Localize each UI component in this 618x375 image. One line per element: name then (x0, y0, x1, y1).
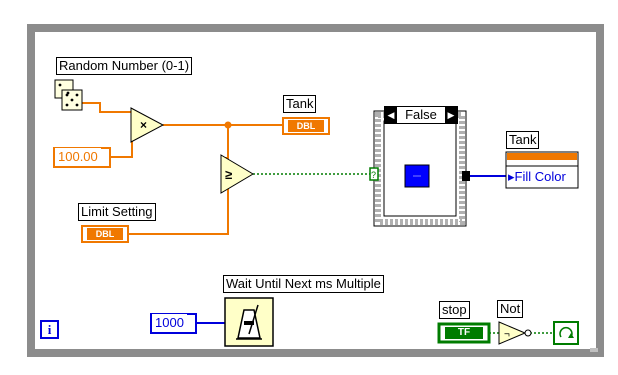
not-node[interactable]: ¬ (498, 321, 532, 345)
wait-until-label: Wait Until Next ms Multiple (223, 275, 384, 293)
greater-or-equal-node[interactable]: ≥ (220, 154, 254, 194)
frame-resize-handle[interactable] (590, 348, 598, 352)
case-selector[interactable]: ◀ False ▶ (384, 106, 458, 124)
loop-conditional-icon[interactable] (553, 321, 579, 345)
case-next-arrow[interactable]: ▶ (445, 107, 457, 123)
boolean-wires (253, 173, 554, 334)
case-selector-terminal (369, 167, 379, 181)
svg-text:?: ? (371, 170, 376, 180)
property-node[interactable] (505, 151, 579, 189)
greater-equal-icon: ≥ (225, 167, 232, 182)
metronome-icon[interactable] (224, 297, 274, 347)
tank-property-label: Tank (506, 131, 540, 149)
property-item-label: Fill Color (514, 169, 566, 184)
dice-icon[interactable] (54, 79, 83, 111)
wire-to-compare-x (221, 125, 229, 159)
not-label: Not (497, 300, 524, 318)
case-selector-value: False (405, 107, 437, 122)
tank-dbl-tag: DBL (288, 120, 324, 132)
case-tunnel (462, 171, 470, 181)
tank-indicator-label: Tank (283, 95, 317, 113)
svg-text:¬: ¬ (504, 329, 510, 340)
random-number-label: Random Number (0-1) (56, 57, 193, 75)
wait-ms-constant[interactable]: 1000 (152, 314, 187, 332)
stop-tf-tag: TF (445, 327, 483, 339)
limit-setting-label: Limit Setting (78, 203, 156, 221)
property-item-arrow: ▸ (508, 169, 515, 184)
case-structure[interactable] (373, 110, 467, 227)
wire-constant-to-multiply (110, 133, 133, 158)
wire-random-to-multiply (77, 102, 131, 113)
multiplier-constant[interactable]: 100.00 (55, 148, 101, 166)
iteration-terminal[interactable] (40, 320, 59, 339)
case-prev-arrow[interactable]: ◀ (385, 107, 397, 123)
while-loop-frame[interactable] (27, 24, 604, 357)
limit-dbl-tag: DBL (87, 228, 123, 240)
color-constant[interactable] (404, 164, 430, 188)
multiply-node[interactable]: × (130, 107, 165, 143)
stop-label: stop (439, 301, 470, 319)
property-item[interactable]: ▸Fill Color (508, 169, 566, 185)
wire-junction (224, 121, 232, 129)
info-icon: i (47, 322, 52, 337)
multiply-icon: × (140, 118, 147, 132)
